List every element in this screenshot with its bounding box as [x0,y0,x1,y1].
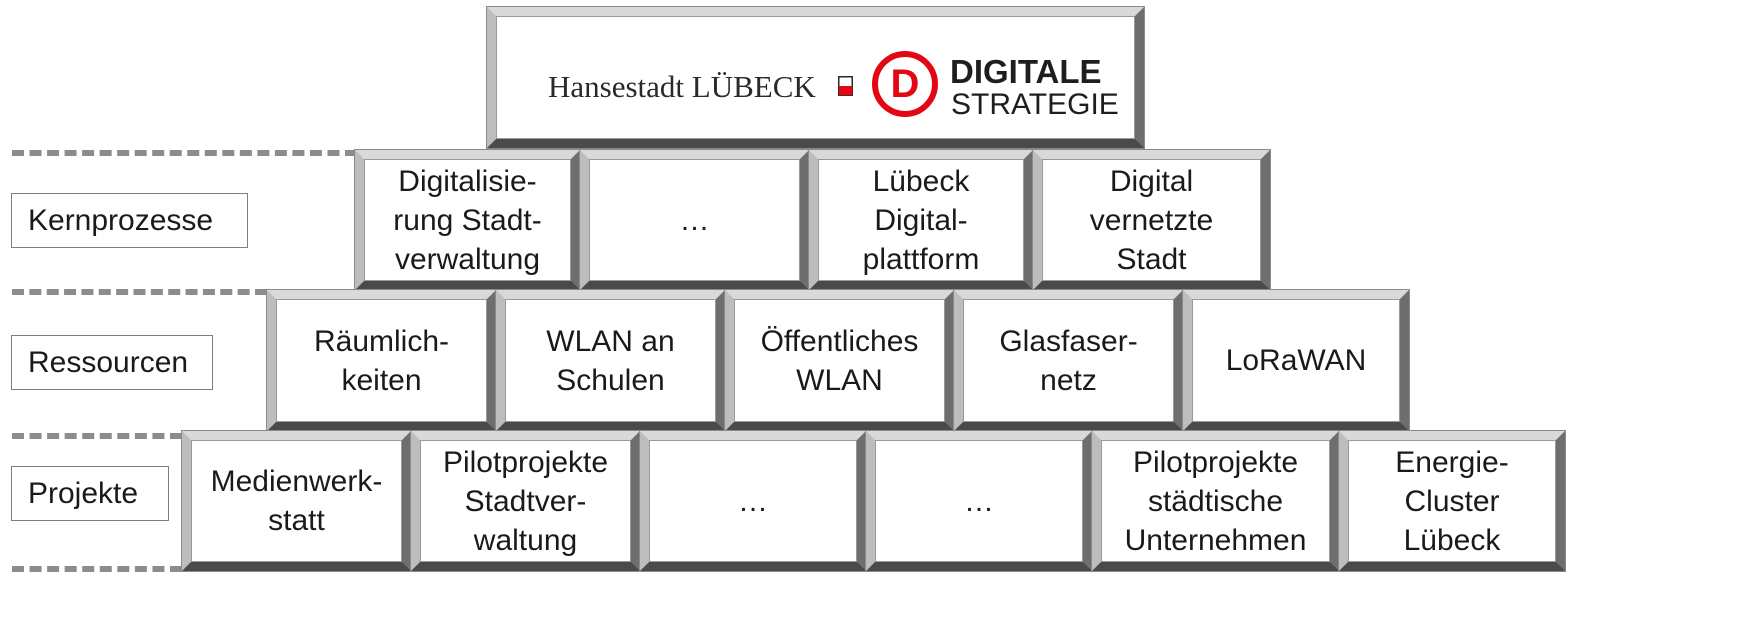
block-res-wlan-schulen: WLAN an Schulen [496,290,725,431]
separator-bottom [12,566,182,572]
block-proj-ellipsis-2: … [866,431,1092,571]
luebeck-flag-icon [838,76,853,96]
block-kern-vernetzte-stadt: Digital vernetzte Stadt [1033,150,1270,290]
separator-kern-res [12,289,267,295]
logo-letter: D [891,62,920,106]
block-kern-plattform: Lübeck Digital- plattform [809,150,1033,290]
separator-top [12,150,357,156]
block-proj-pilot-unternehmen: Pilotprojekte städtische Unternehmen [1092,431,1339,571]
block-proj-medienwerkstatt: Medienwerk- statt [182,431,411,571]
block-res-raeumlichkeiten: Räumlich- keiten [267,290,496,431]
block-proj-ellipsis-1: … [640,431,866,571]
hansestadt-luebeck-wordmark: Hansestadt LÜBECK [548,69,816,104]
block-proj-energie-cluster: Energie- Cluster Lübeck [1339,431,1565,571]
logo-block: Hansestadt LÜBECK D DIGITALE STRATEGIE [487,7,1144,148]
level-label-projekte: Projekte [11,466,169,521]
block-res-glasfasernetz: Glasfaser- netz [954,290,1183,431]
block-kern-digitalisierung: Digitalisie- rung Stadt- verwaltung [355,150,580,290]
digitale-strategie-logo-icon: D [872,51,938,117]
block-proj-pilot-stadtverwaltung: Pilotprojekte Stadtver- waltung [411,431,640,571]
level-label-ressourcen: Ressourcen [11,335,213,390]
block-res-lorawan: LoRaWAN [1183,290,1409,431]
logo-subtitle: STRATEGIE [951,88,1119,121]
separator-res-proj [12,433,182,439]
logo-title: DIGITALE [950,53,1102,90]
block-kern-ellipsis: … [580,150,809,290]
block-res-oeffentliches-wlan: Öffentliches WLAN [725,290,954,431]
level-label-kernprozesse: Kernprozesse [11,193,248,248]
